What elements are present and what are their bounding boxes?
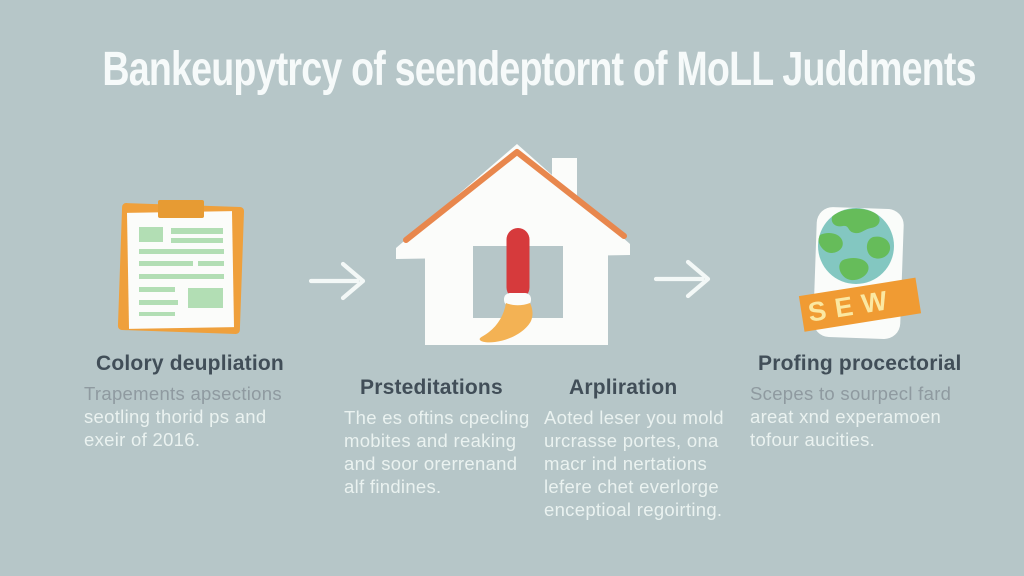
step-heading: Arpliration xyxy=(569,376,678,399)
roof-stripe xyxy=(403,149,627,243)
step-text-line: tofour aucities. xyxy=(750,429,876,450)
step-text-line: The es oftins cpecling xyxy=(344,407,530,428)
step-text-line: Trapements apsections xyxy=(84,383,282,404)
step-text-line: seotling thorid ps and xyxy=(84,406,267,427)
clipboard-clip xyxy=(158,200,204,218)
step-heading: Prsteditations xyxy=(360,376,503,399)
step-column-application: Arpliration Aoted leser you mold urcrass… xyxy=(544,376,729,521)
step-text-line: alf findines. xyxy=(344,476,442,497)
clipboard-icon xyxy=(117,200,245,334)
page-title: Bankeupytrcy of seendeptornt of MoLL Jud… xyxy=(102,41,976,96)
step-text-line: Scepes to sourpecl fard xyxy=(750,383,952,404)
paintbrush-icon xyxy=(479,228,533,343)
house-paintbrush-icon xyxy=(396,144,630,345)
step-heading: Profing procectorial xyxy=(758,352,962,375)
step-text-line: mobites and reaking xyxy=(344,430,517,451)
step-text-line: Aoted leser you mold xyxy=(544,407,724,428)
brush-handle xyxy=(506,228,530,299)
step-text-line: enceptioal regoirting. xyxy=(544,499,723,520)
step-text-line: macr ind nertations xyxy=(544,453,708,474)
clipboard-text-lines xyxy=(139,227,224,316)
step-text-line: exeir of 2016. xyxy=(84,429,201,450)
step-column-document: Colory deupliation Trapements apsections… xyxy=(84,352,309,451)
roof xyxy=(396,144,630,259)
step-text-line: lefere chet everlorge xyxy=(544,476,719,497)
step-text-line: and soor orerrenand xyxy=(344,453,518,474)
brush-bristles xyxy=(479,303,533,343)
step-column-certification: Profing procectorial Scepes to sourpecl … xyxy=(750,352,962,451)
step-text-line: urcrasse portes, ona xyxy=(544,430,719,451)
globe-icon xyxy=(818,208,894,284)
arrow-right-icon xyxy=(653,259,711,299)
globe-badge-icon: SEW xyxy=(798,207,922,339)
step-text-line: areat xnd experamoen xyxy=(750,406,942,427)
step-column-preparation: Prsteditations The es oftins cpecling mo… xyxy=(344,376,529,498)
step-heading: Colory deupliation xyxy=(96,352,284,375)
brush-ferrule xyxy=(504,293,531,306)
arrow-right-icon xyxy=(308,261,366,301)
